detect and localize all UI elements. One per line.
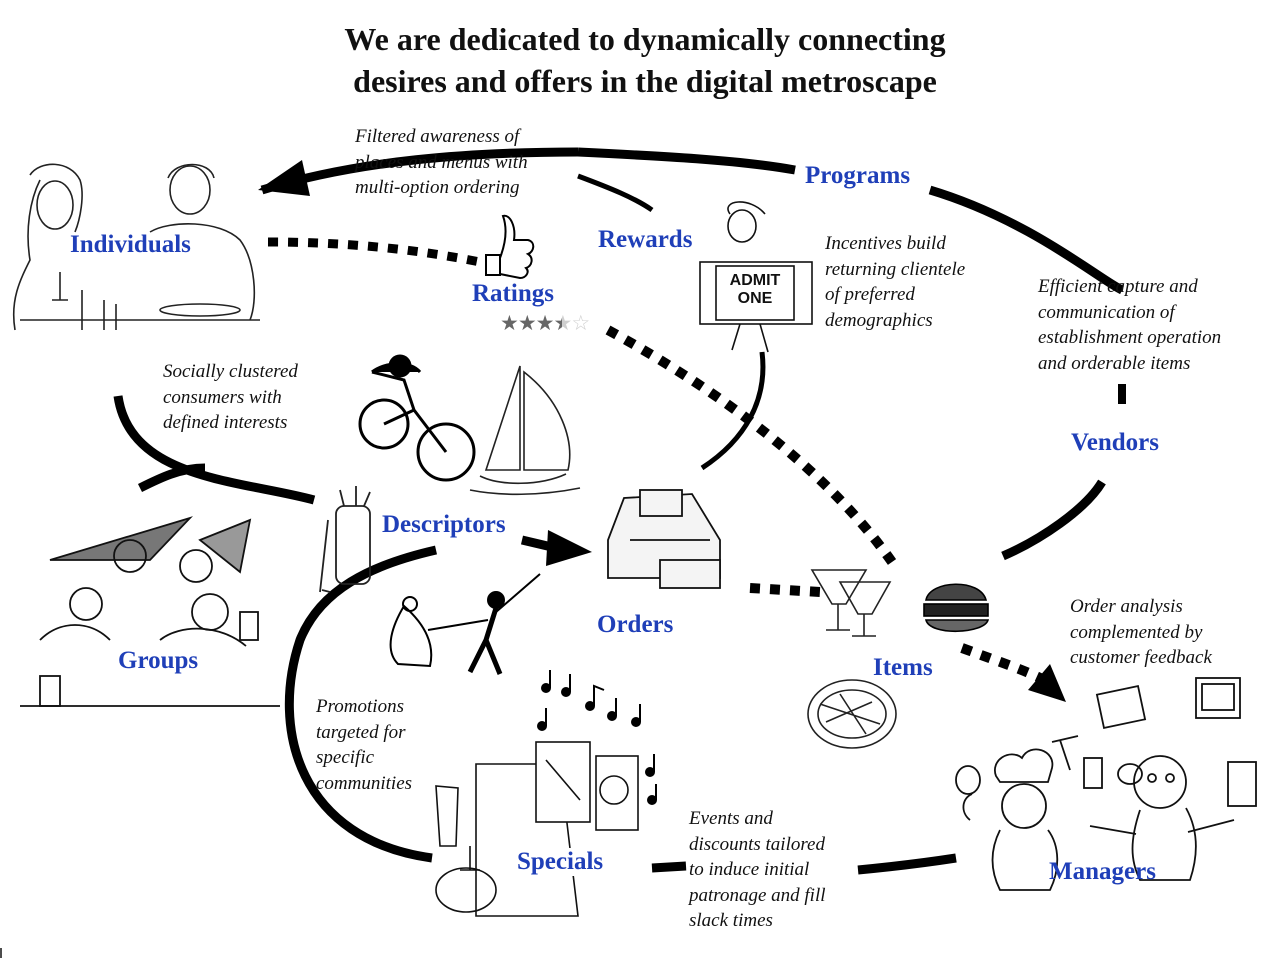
node-vendors: Vendors [1071,429,1159,456]
music-notes-illustration [537,670,657,805]
note-line: customer feedback [1070,647,1212,668]
note-filtered-awareness: Filtered awareness of places and menus w… [355,124,528,201]
office-worker-illustration [1089,677,1257,881]
node-rewards: Rewards [598,226,693,253]
node-descriptors: Descriptors [382,511,506,538]
connector-rewards-branch [577,173,654,213]
dotted-orders-to-items [749,583,821,597]
note-events-discounts: Events and discounts tailored to induce … [689,806,826,934]
note-line: establishment operation [1038,327,1222,348]
note-line: Filtered awareness of [355,126,520,147]
connector-vendors-to-orders [1001,479,1106,561]
note-line: and orderable items [1038,352,1191,374]
note-line: Socially clustered [163,361,298,382]
half-star-icon: ★ [553,311,572,335]
star-icon: ★ [500,311,519,335]
note-line: slack times [689,910,773,931]
note-line: places and menus with [355,151,528,173]
page-title-line-1: We are dedicated to dynamically connecti… [344,21,946,57]
empty-star-icon: ☆ [571,311,590,335]
node-specials: Specials [517,848,604,876]
chef-manager-illustration [955,735,1103,891]
cash-register-illustration [607,489,721,589]
node-items: Items [873,654,933,681]
note-line: returning clientele [825,258,966,280]
note-line: Efficient capture and [1038,276,1198,297]
dotted-ratings-to-items [605,325,897,565]
note-line: communities [316,772,413,794]
node-orders: Orders [597,611,674,638]
star-icon: ★ [535,311,555,335]
picnic-basket-illustration [435,785,497,913]
node-ratings: Ratings [472,280,554,307]
rating-stars: ★★★★☆ [500,311,590,335]
connector-programs-to-vendors [928,185,1125,295]
connector-events-to-managers [857,853,957,875]
connector-specials-to-managers [651,861,687,873]
arrowhead-individuals [258,160,310,196]
note-order-analysis: Order analysis complemented by customer … [1070,594,1212,671]
note-line: complemented by [1070,621,1203,643]
arrowhead-managers [1028,664,1066,702]
connector-groups-branch [137,463,206,493]
note-line: Events and [689,808,773,829]
note-line: Incentives build [825,233,946,254]
dotted-individuals-to-ratings [267,237,481,267]
groups-illustration [20,516,280,707]
page-title-line-2: desires and offers in the digital metros… [353,63,937,99]
golf-bag-illustration [319,486,371,593]
node-managers: Managers [1049,858,1156,885]
note-line: specific [316,747,375,768]
note-line: patronage and fill [689,884,826,906]
admit-one-ticket-illustration [699,201,813,353]
dotted-items-to-managers [960,643,1051,687]
note-line: Order analysis [1070,596,1183,617]
note-line: to induce initial [689,859,810,880]
note-efficient-capture: Efficient capture and communication of e… [1038,274,1221,376]
ice-cream-illustration [810,569,892,637]
dancing-couple-illustration [389,573,541,675]
sailboat-illustration [469,365,581,496]
cyclist-illustration [358,354,476,482]
note-incentives: Incentives build returning clientele of … [825,231,965,333]
salad-illustration [807,679,897,749]
connector-programs-top [577,147,796,175]
note-line: discounts tailored [689,833,825,855]
node-groups: Groups [110,647,207,675]
diners-illustration [12,163,260,331]
note-promotions: Promotions targeted for specific communi… [316,694,412,796]
note-line: targeted for [316,721,406,743]
note-line: defined interests [163,412,288,433]
thumbs-up-illustration [485,214,535,280]
note-line: of preferred [825,284,915,305]
note-line: demographics [825,309,933,331]
arrowhead-orders [546,530,592,566]
ticket-text: ADMIT ONE [729,272,781,307]
note-line: multi-option ordering [355,177,520,198]
note-socially-clustered: Socially clustered consumers with define… [163,359,298,436]
page-title: We are dedicated to dynamically connecti… [240,18,1050,102]
note-line: communication of [1038,301,1175,323]
burger-illustration [923,583,990,633]
menu-and-speakers-illustration [475,741,639,917]
node-programs: Programs [805,162,911,189]
star-icon: ★ [517,311,537,335]
note-line: Promotions [316,696,404,717]
node-individuals: Individuals [70,231,191,258]
note-line: consumers with [163,386,282,408]
